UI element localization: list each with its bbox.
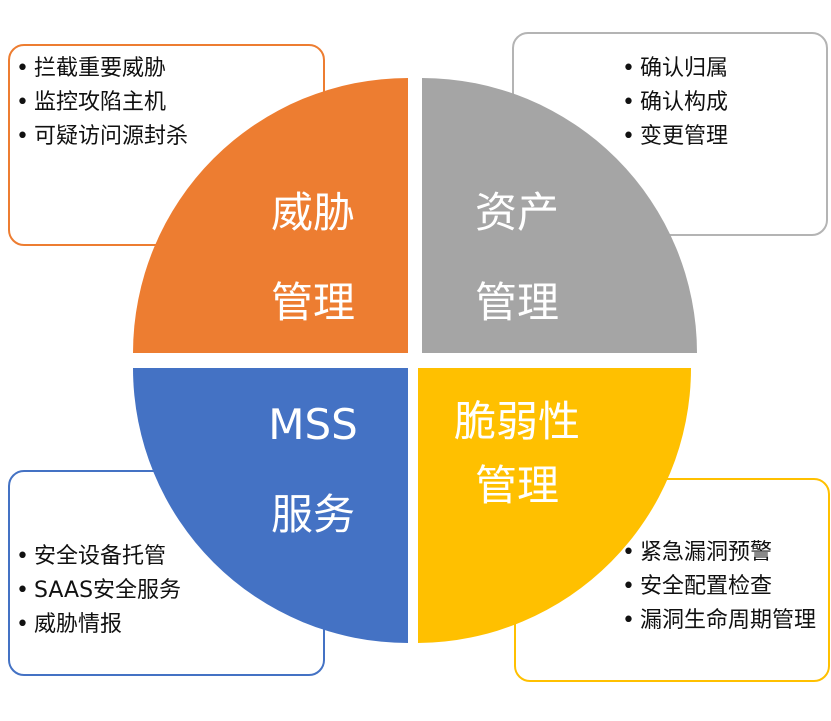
list-item: SAAS安全服务	[12, 574, 181, 608]
asset-title: 资产 管理	[474, 188, 559, 327]
threat-items-list: 拦截重要威胁 监控攻陷主机 可疑访问源封杀	[12, 52, 188, 154]
list-item: 拦截重要威胁	[12, 52, 188, 86]
list-item: 威胁情报	[12, 608, 181, 642]
list-item: 可疑访问源封杀	[12, 120, 188, 154]
vulnerability-title: 脆弱性 管理	[453, 397, 580, 510]
asset-items-list: 确认归属 确认构成 变更管理	[618, 52, 728, 154]
list-item: 确认构成	[618, 86, 728, 120]
list-item: 紧急漏洞预警	[618, 536, 820, 570]
list-item: 变更管理	[618, 120, 728, 154]
list-item: 漏洞生命周期管理	[618, 604, 820, 638]
threat-quadrant	[133, 78, 408, 353]
vulnerability-quadrant	[418, 368, 691, 643]
list-item: 监控攻陷主机	[12, 86, 188, 120]
mss-quadrant	[133, 368, 408, 643]
mss-items-list: 安全设备托管 SAAS安全服务 威胁情报	[12, 540, 181, 642]
list-item: 确认归属	[618, 52, 728, 86]
vulnerability-items-list: 紧急漏洞预警 安全配置检查 漏洞生命周期管理	[618, 536, 820, 638]
threat-title: 威胁 管理	[270, 188, 355, 327]
asset-quadrant	[422, 78, 697, 353]
list-item: 安全设备托管	[12, 540, 181, 574]
list-item: 安全配置检查	[618, 570, 820, 604]
mss-title: MSS 服务	[268, 400, 358, 539]
